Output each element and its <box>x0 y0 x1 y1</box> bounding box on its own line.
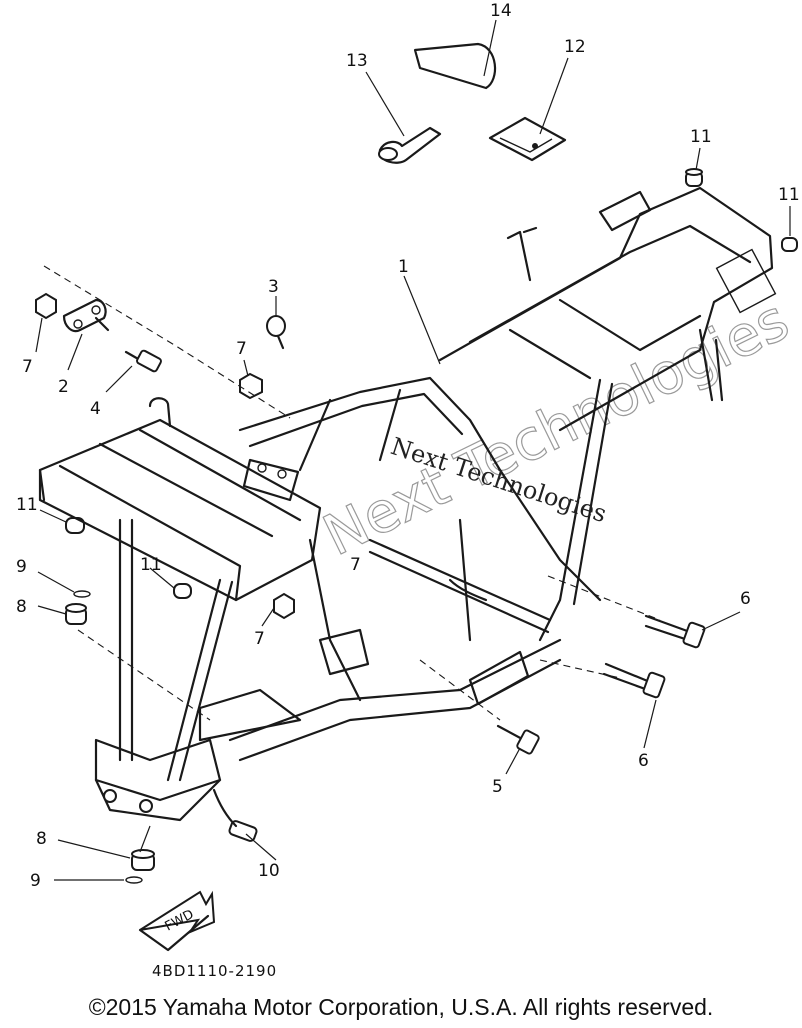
bolt-6-upper <box>644 614 706 649</box>
bolt-5 <box>496 724 540 755</box>
cap-11-right <box>781 237 798 252</box>
watermark-outline-line1: Next Technologies <box>314 288 799 569</box>
callout-11-mid: 11 <box>140 555 162 575</box>
callout-11-right: 11 <box>778 185 800 205</box>
nut-7-left <box>35 292 57 320</box>
callout-8-lower: 8 <box>36 829 47 849</box>
callout-6-upper: 6 <box>740 589 751 609</box>
collar-8-upper <box>65 603 87 625</box>
sensor-10 <box>212 788 258 842</box>
ref-line-left <box>77 629 211 721</box>
callout-11-top: 11 <box>690 127 712 147</box>
callout-7-center: 7 <box>236 339 247 359</box>
bracket-2 <box>62 298 110 333</box>
callout-7-lower: 7 <box>254 629 265 649</box>
part-13-strap <box>378 126 442 164</box>
callout-2: 2 <box>58 377 69 397</box>
collar-8-lower <box>131 849 155 871</box>
callout-10: 10 <box>258 861 280 881</box>
washer-9-upper <box>73 590 91 598</box>
callout-12: 12 <box>564 37 586 57</box>
fwd-arrow-icon: FWD <box>138 890 216 952</box>
main-frame <box>38 186 777 822</box>
ref-line-upper <box>43 265 291 419</box>
callout-11-left: 11 <box>16 495 38 515</box>
watermark-outline: Next Technologies <box>313 287 799 569</box>
washer-9-lower <box>125 876 143 884</box>
callout-13: 13 <box>346 51 368 71</box>
callout-6-lower: 6 <box>638 751 649 771</box>
part-12-plate <box>488 116 567 162</box>
nut-7-mid <box>273 592 295 620</box>
cap-11-mid <box>173 583 192 599</box>
drawing-code: 4BD1110-2190 <box>152 962 278 980</box>
callout-7-frame: 7 <box>350 555 361 575</box>
copyright-notice: ©2015 Yamaha Motor Corporation, U.S.A. A… <box>88 994 714 1020</box>
callout-9-lower: 9 <box>30 871 41 891</box>
bolt-6-lower <box>602 662 666 699</box>
bolt-4 <box>124 349 162 373</box>
ref-line-bolt6a <box>547 575 661 621</box>
callout-7-left: 7 <box>22 357 33 377</box>
leader-lines <box>35 19 791 881</box>
grease-nipple-3 <box>266 315 286 350</box>
callout-1: 1 <box>398 257 409 277</box>
nut-7-center <box>239 372 263 400</box>
callout-8-upper: 8 <box>16 597 27 617</box>
cap-11-top <box>685 168 703 187</box>
part-14-cover <box>413 42 497 90</box>
callout-5: 5 <box>492 777 503 797</box>
callout-9-upper: 9 <box>16 557 27 577</box>
callout-3: 3 <box>268 277 279 297</box>
callouts: 14 13 12 11 11 3 1 7 2 7 4 11 9 8 11 7 7… <box>16 1 800 891</box>
callout-14: 14 <box>490 1 512 21</box>
callout-4: 4 <box>90 399 101 419</box>
